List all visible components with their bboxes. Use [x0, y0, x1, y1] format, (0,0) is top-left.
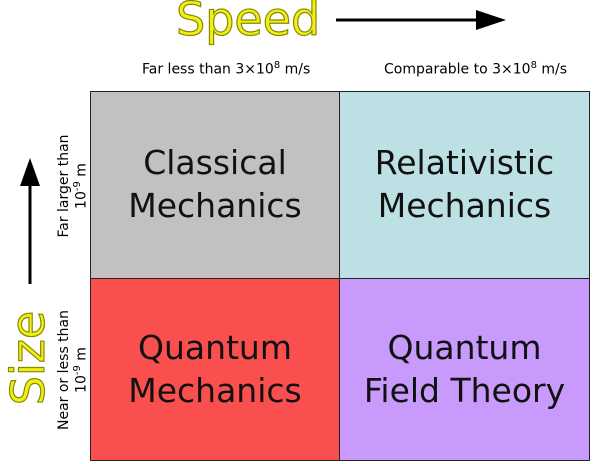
row-label-large-exponent: -9 [72, 181, 84, 192]
physics-domain-grid: Classical Mechanics Relativistic Mechani… [90, 91, 590, 461]
row-label-small-unit: m [73, 347, 90, 366]
row-label-large-base: 10 [73, 191, 90, 209]
row-label-small-exponent: -9 [72, 365, 84, 376]
column-label-slow-prefix: Far less than 3×10 [142, 61, 274, 78]
column-label-fast-unit: m/s [536, 61, 568, 78]
speed-axis-title: Speed [175, 0, 321, 47]
row-label-large-unit: m [73, 163, 90, 182]
cell-classical-line2: Mechanics [128, 186, 302, 225]
speed-arrow-icon [336, 10, 506, 30]
size-axis-title: Size [0, 310, 55, 406]
cell-relativistic-line1: Relativistic [374, 143, 555, 183]
cell-quantum-line1: Quantum [137, 327, 292, 367]
cell-quantum-mechanics: Quantum Mechanics [91, 279, 340, 460]
row-label-small-base: 10 [73, 375, 90, 393]
cell-qft-line1: Quantum [387, 327, 542, 367]
cell-quantum-line2: Mechanics [128, 370, 302, 410]
column-label-fast: Comparable to 3×108 m/s [384, 60, 567, 78]
row-label-small-value: 10-9 m [72, 310, 90, 430]
row-label-large-text: Far larger than [56, 134, 73, 238]
cell-quantum-field-theory: Quantum Field Theory [340, 279, 589, 460]
column-label-fast-prefix: Comparable to 3×10 [384, 61, 531, 78]
row-label-small-text: Near or less than [56, 310, 73, 430]
row-label-large: Far larger than 10-9 m [56, 134, 90, 237]
cell-classical-line1: Classical [143, 143, 287, 183]
cell-qft-line2: Field Theory [363, 370, 566, 410]
cell-relativistic-mechanics: Relativistic Mechanics [340, 92, 589, 279]
column-label-fast-exponent: 8 [530, 60, 537, 71]
size-arrow-icon [20, 158, 40, 284]
column-label-slow-exponent: 8 [273, 60, 281, 71]
cell-classical-mechanics: Classical Mechanics [91, 92, 340, 279]
row-label-small: Near or less than 10-9 m [56, 310, 90, 430]
column-label-slow-unit: m/s [280, 61, 311, 78]
column-label-slow: Far less than 3×108 m/s [142, 60, 310, 78]
cell-relativistic-line2: Mechanics [377, 186, 552, 225]
row-label-large-value: 10-9 m [72, 134, 90, 237]
